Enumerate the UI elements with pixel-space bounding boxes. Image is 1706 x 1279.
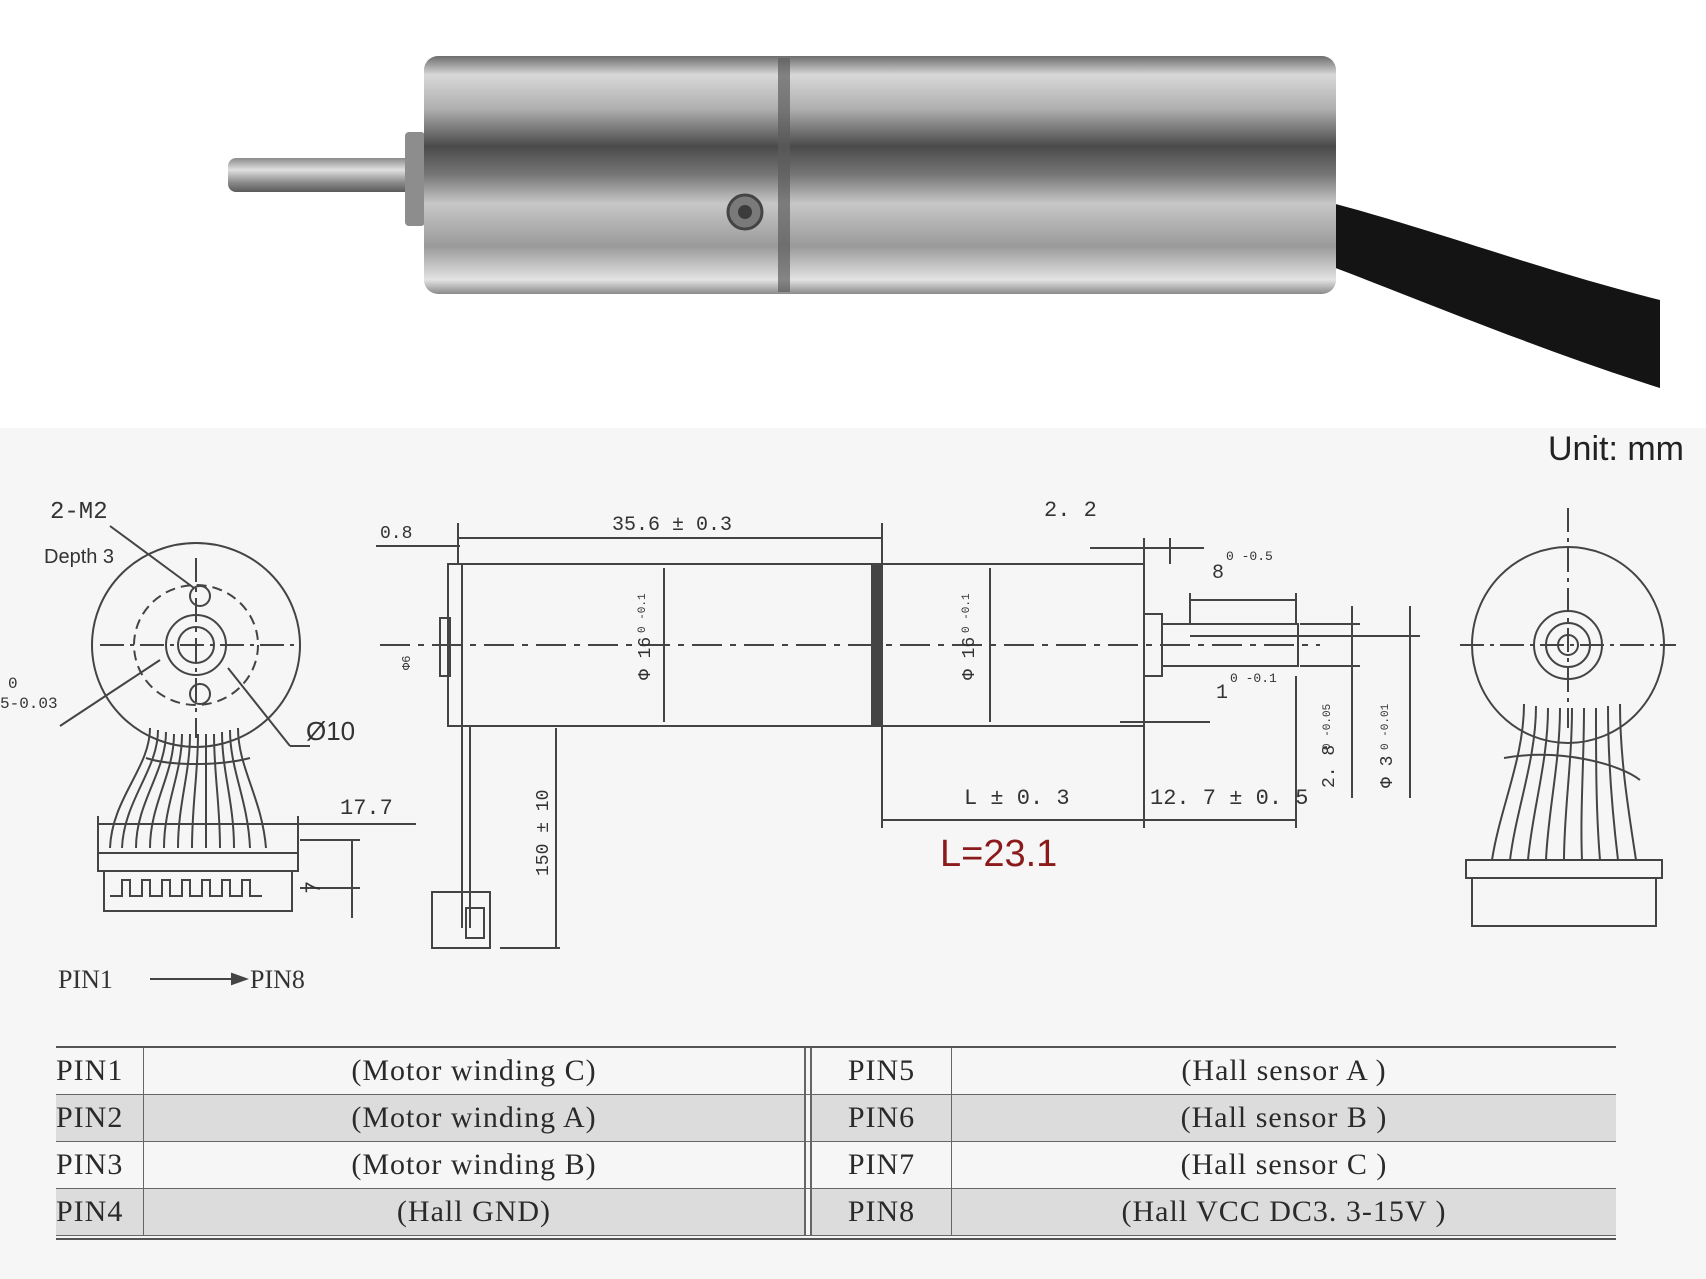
- table-divider: [804, 1142, 812, 1189]
- product-photo: [0, 0, 1706, 420]
- overall-length-label: 35.6 ± 0.3: [612, 514, 732, 537]
- motor-flange: [405, 132, 425, 226]
- gearbox-length-label: L ± 0. 3: [964, 786, 1070, 811]
- motor-photo-illustration: [228, 56, 1660, 388]
- pin-description: (Hall sensor C ): [952, 1142, 1616, 1189]
- motor-seam: [778, 58, 790, 292]
- depth-label: Depth 3: [44, 546, 114, 568]
- pin-start-label: PIN1: [58, 965, 113, 994]
- pin-description: (Hall VCC DC3. 3-15V ): [952, 1189, 1616, 1236]
- body-diameter-1-tol: 0 -0.1: [637, 593, 649, 633]
- drawing-canvas: 2-M2 Depth 3 0 5-0.03 Ø10 17.7 7 PIN1 PI…: [0, 498, 1676, 994]
- shaft-flat-label: 1: [1216, 682, 1228, 705]
- front-view-labels: 2-M2 Depth 3 0 5-0.03 Ø10 17.7 7 PIN1 PI…: [0, 499, 393, 994]
- pin-description: (Hall sensor B ): [952, 1095, 1616, 1142]
- pin-label: PIN4: [56, 1189, 144, 1236]
- pin-description: (Motor winding A): [144, 1095, 804, 1142]
- side-view-labels: 35.6 ± 0.3 0.8 Φ6 Φ 16 0 -0.1 Φ 16 0 -0.…: [380, 498, 1398, 876]
- front-diameter-label: Ø10: [306, 716, 355, 746]
- thread-label: 2-M2: [50, 499, 108, 526]
- shaft-flat-dim-tol: 0 -0.05: [1322, 704, 1334, 750]
- flange-thickness-label: 0.8: [380, 524, 412, 544]
- l-value-label: L=23.1: [940, 833, 1057, 875]
- motor-cable: [1320, 200, 1660, 388]
- front-view: [59, 525, 416, 986]
- pin-table: PIN1 (Motor winding C) PIN5 (Hall sensor…: [56, 1046, 1616, 1240]
- table-divider: [804, 1095, 812, 1142]
- pin-label: PIN3: [56, 1142, 144, 1189]
- shaft-step-label: 2. 2: [1044, 498, 1097, 523]
- shaft-extension-label: 12. 7 ± 0. 5: [1150, 786, 1308, 811]
- technical-drawing: Unit: mm: [0, 428, 1706, 1279]
- motor-shaft: [228, 158, 413, 192]
- body-diameter-1-label: Φ 16: [636, 637, 656, 680]
- shaft-flat-tol: 0 -0.1: [1230, 671, 1277, 686]
- body-diameter-2-label: Φ 16: [960, 637, 980, 680]
- connector-height-label: 7: [302, 881, 327, 894]
- shaft-tol-bottom: 5-0.03: [0, 695, 58, 713]
- shaft-length-tol: 0 -0.5: [1226, 549, 1273, 564]
- pin-label: PIN5: [812, 1048, 952, 1095]
- connector-width-label: 17.7: [340, 796, 393, 821]
- motor-body: [424, 56, 1336, 294]
- side-view: [376, 523, 1420, 949]
- table-divider: [804, 1189, 812, 1236]
- shaft-flat-dim-label: 2. 8: [1320, 745, 1340, 788]
- pin-label: PIN7: [812, 1142, 952, 1189]
- pin-description: (Motor winding C): [144, 1048, 804, 1095]
- unit-label: Unit: mm: [1548, 430, 1684, 468]
- shaft-length-label: 8: [1212, 562, 1224, 585]
- pin-description: (Hall GND): [144, 1189, 804, 1236]
- rear-view: [1460, 508, 1676, 927]
- pin-description: (Hall sensor A ): [952, 1048, 1616, 1095]
- shaft-tol-top: 0: [8, 675, 18, 693]
- boss-diameter-label: Φ6: [400, 656, 414, 670]
- shaft-diameter-tol: 0 -0.01: [1380, 703, 1392, 750]
- body-diameter-2-tol: 0 -0.1: [961, 593, 973, 633]
- pin-label: PIN2: [56, 1095, 144, 1142]
- pin-label: PIN6: [812, 1095, 952, 1142]
- pin-label: PIN8: [812, 1189, 952, 1236]
- table-divider: [804, 1048, 812, 1095]
- pin-end-label: PIN8: [250, 965, 305, 994]
- lead-length-label: 150 ± 10: [534, 790, 554, 876]
- shaft-diameter-label: Φ 3: [1378, 756, 1398, 788]
- pin-description: (Motor winding B): [144, 1142, 804, 1189]
- pin-label: PIN1: [56, 1048, 144, 1095]
